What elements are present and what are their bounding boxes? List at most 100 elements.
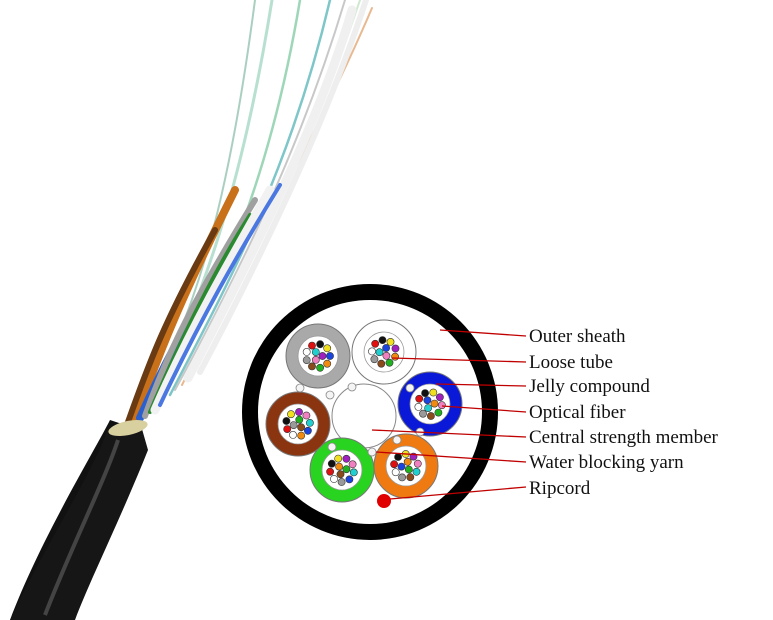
water-blocking-yarn bbox=[327, 442, 337, 452]
optical-fiber bbox=[295, 415, 304, 424]
optical-fiber bbox=[404, 465, 413, 474]
optical-fiber bbox=[302, 356, 311, 364]
optical-fiber bbox=[318, 352, 327, 360]
optical-fiber bbox=[308, 341, 316, 350]
water-blocking-yarn bbox=[367, 447, 377, 457]
optical-fiber bbox=[311, 348, 320, 356]
leader-line-central-strength-member bbox=[371, 429, 527, 438]
optical-fiber bbox=[386, 337, 395, 346]
optical-fiber bbox=[342, 465, 351, 474]
optical-fiber bbox=[316, 363, 324, 372]
jacket-highlight bbox=[43, 439, 120, 616]
ripcord-dot bbox=[377, 494, 391, 508]
optical-fiber bbox=[414, 402, 423, 411]
loose-tube-brown bbox=[265, 391, 331, 457]
label-outer-sheath: Outer sheath bbox=[529, 326, 626, 347]
loose-tube-orange bbox=[373, 433, 439, 499]
optical-fiber bbox=[390, 460, 398, 469]
water-blocking-yarn bbox=[405, 383, 415, 393]
optical-fiber bbox=[316, 340, 324, 349]
optical-fiber bbox=[406, 473, 415, 482]
callouts: Outer sheath Loose tube Jelly compound O… bbox=[371, 326, 719, 500]
optical-fiber bbox=[297, 423, 305, 432]
leader-line-water-blocking-yarn bbox=[375, 451, 527, 463]
loose-tube-green bbox=[309, 437, 375, 503]
optical-fiber bbox=[305, 418, 314, 427]
optical-fiber bbox=[391, 352, 399, 361]
optical-fiber bbox=[429, 388, 438, 397]
optical-fiber bbox=[419, 409, 427, 418]
loose-tube-white bbox=[351, 319, 417, 385]
optical-fiber bbox=[289, 430, 297, 439]
optical-fiber bbox=[423, 396, 432, 405]
label-water-blocking-yarn: Water blocking yarn bbox=[529, 452, 684, 473]
optical-fiber bbox=[375, 348, 384, 357]
optical-fiber bbox=[287, 410, 295, 419]
label-optical-fiber: Optical fiber bbox=[529, 402, 626, 423]
water-blocking-yarns bbox=[295, 382, 425, 457]
leader-line-outer-sheath bbox=[439, 329, 527, 337]
leader-line-loose-tube bbox=[391, 357, 527, 363]
optical-fiber bbox=[295, 408, 303, 416]
optical-fiber bbox=[311, 355, 320, 364]
optical-fiber bbox=[308, 362, 316, 371]
leader-line-optical-fiber bbox=[441, 405, 527, 413]
cable-cross-section bbox=[242, 284, 498, 540]
optical-fiber bbox=[323, 359, 332, 368]
optical-fiber bbox=[326, 467, 334, 476]
optical-fiber bbox=[336, 470, 345, 479]
label-central-strength-member: Central strength member bbox=[529, 427, 719, 448]
optical-fiber bbox=[370, 355, 379, 364]
cut-end bbox=[108, 419, 148, 437]
water-blocking-yarn bbox=[347, 382, 357, 392]
optical-fiber bbox=[345, 475, 354, 484]
optical-fiber bbox=[435, 393, 444, 402]
optical-fiber bbox=[403, 457, 412, 466]
label-loose-tube: Loose tube bbox=[529, 352, 613, 373]
optical-fiber bbox=[348, 460, 357, 469]
optical-fiber bbox=[302, 347, 311, 356]
optical-fiber bbox=[326, 352, 334, 360]
optical-fiber bbox=[342, 454, 351, 463]
optical-fiber bbox=[437, 401, 446, 410]
label-ripcord: Ripcord bbox=[529, 478, 591, 499]
optical-fiber bbox=[282, 417, 291, 425]
optical-fiber bbox=[382, 351, 391, 360]
optical-fiber bbox=[391, 468, 400, 477]
optical-fiber bbox=[397, 462, 406, 471]
optical-fiber bbox=[421, 389, 429, 397]
optical-fiber bbox=[415, 394, 424, 403]
optical-fiber bbox=[368, 347, 376, 356]
optical-fiber bbox=[394, 453, 402, 461]
loose-tube-gray bbox=[285, 323, 351, 389]
loose-tube-blue bbox=[397, 371, 463, 437]
twisted-tubes bbox=[125, 183, 282, 425]
optical-fiber bbox=[327, 459, 336, 468]
water-blocking-yarn bbox=[392, 435, 402, 445]
optical-fiber bbox=[412, 467, 421, 476]
optical-fiber bbox=[430, 399, 439, 408]
optical-fiber bbox=[283, 425, 292, 433]
optical-fiber bbox=[297, 431, 306, 440]
water-blocking-yarn bbox=[295, 383, 305, 393]
leader-line-ripcord bbox=[389, 486, 527, 500]
optical-fiber bbox=[289, 421, 298, 429]
optical-fiber bbox=[413, 459, 422, 468]
optical-fiber bbox=[335, 462, 343, 471]
optical-fiber bbox=[334, 454, 343, 463]
optical-fiber bbox=[385, 358, 394, 367]
cable-jacket-body bbox=[10, 422, 148, 620]
optical-fiber bbox=[323, 344, 332, 353]
optical-fiber bbox=[424, 404, 432, 412]
water-blocking-yarn bbox=[325, 390, 335, 400]
cable-photo bbox=[10, 0, 373, 620]
label-jelly-compound: Jelly compound bbox=[529, 376, 650, 397]
optical-fiber bbox=[349, 468, 358, 477]
optical-fiber bbox=[337, 478, 346, 486]
optical-fiber bbox=[434, 408, 443, 417]
optical-fiber bbox=[391, 344, 400, 353]
optical-fiber bbox=[302, 411, 311, 420]
optical-fiber bbox=[303, 426, 312, 435]
